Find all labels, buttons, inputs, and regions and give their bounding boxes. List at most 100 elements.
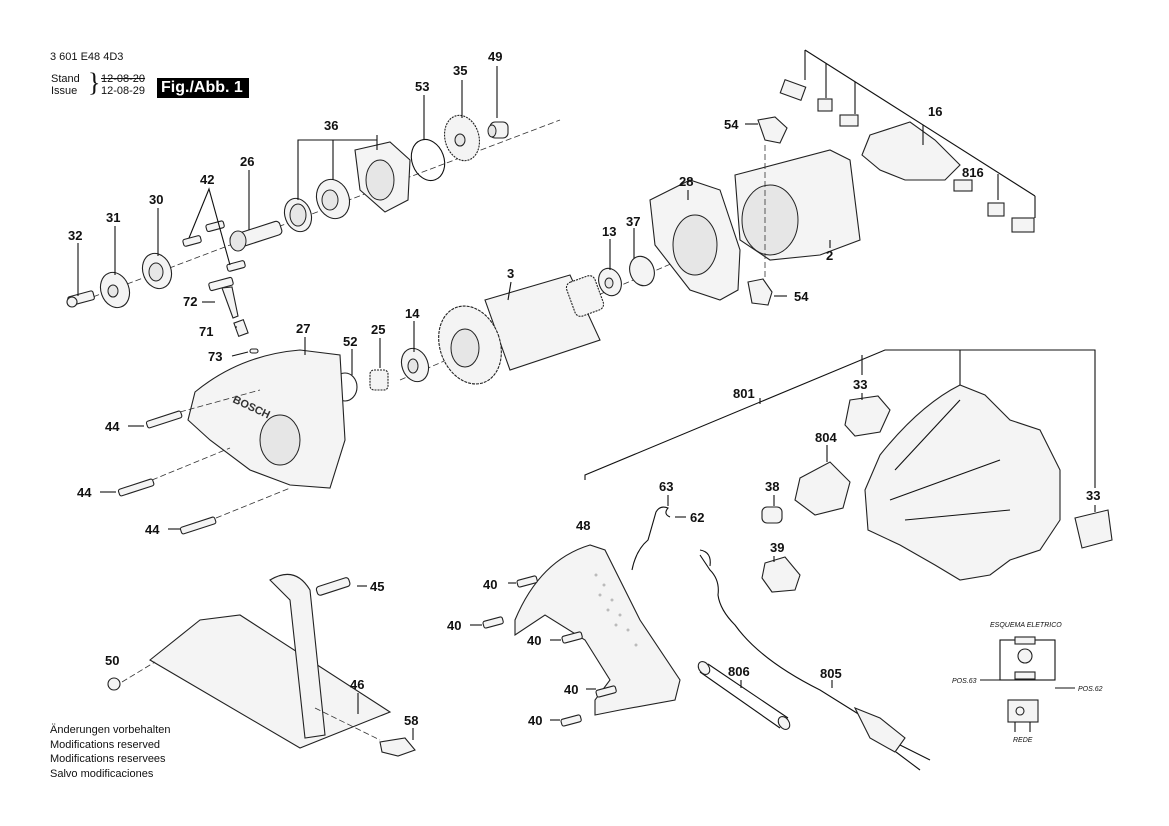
part-804-switch [794,461,851,516]
part-48-handle [514,544,681,716]
figure-label: Fig./Abb. 1 [157,78,249,98]
label-42: 42 [200,172,214,187]
label-35: 35 [453,63,467,78]
part-35-gear [443,114,481,162]
stator-group [734,49,1036,306]
part-805-power-cord [699,549,931,771]
label-14: 14 [405,306,420,321]
label-73: 73 [208,349,222,364]
part-37-bearing-sleeve [629,255,655,287]
stand-date: 12-08-20 [101,73,146,85]
label-801: 801 [733,386,755,401]
schematic-pos62: POS.62 [1078,686,1103,693]
label-58: 58 [404,713,418,728]
armature-group [332,179,741,402]
part-49-needle-bearing [487,121,509,139]
part-72-spindle-lock [208,276,239,319]
note-fr: Modifications reservees [50,753,166,765]
part-46-base-plate [149,573,392,749]
part-38-grommet [761,506,783,524]
part-16-brush-holder-assembly [779,78,1035,233]
label-40-a: 40 [483,577,497,592]
label-816: 816 [962,165,984,180]
part-39-cover [761,556,801,593]
document-number: 3 601 E48 4D3 [50,51,124,63]
label-54-top: 54 [724,117,739,132]
label-44-a: 44 [105,419,120,434]
label-72: 72 [183,294,197,309]
label-49: 49 [488,49,502,64]
part-50-nut [107,677,121,691]
label-33-top: 33 [853,377,867,392]
note-es: Salvo modificaciones [50,767,154,780]
label-30: 30 [149,192,163,207]
label-38: 38 [765,479,779,494]
part-28-air-guide [649,179,741,301]
label-44-c: 44 [145,522,160,537]
label-36: 36 [324,118,338,133]
label-806: 806 [728,664,750,679]
part-71-spring [233,319,249,337]
part-45-bolt [315,577,351,596]
part-62-63-wire-clip [631,506,671,571]
wiring-schematic [980,636,1075,732]
label-27: 27 [296,321,310,336]
label-39: 39 [770,540,784,555]
part-54-brush-holder-top [757,116,788,144]
label-2: 2 [826,248,833,263]
label-28: 28 [679,174,693,189]
part-42-screws [182,220,246,272]
part-73-pin [249,348,259,354]
part-33-cover-side [1074,509,1113,549]
label-71: 71 [199,324,213,339]
part-25-needle-sleeve [369,369,389,391]
part-2-field-stator [734,149,861,261]
label-40-e: 40 [528,713,542,728]
label-16: 16 [928,104,942,119]
part-14-bearing [400,347,430,383]
brace-symbol: } [88,68,101,97]
label-45: 45 [370,579,384,594]
label-62: 62 [690,510,704,525]
issue-date: 12-08-29 [101,85,146,97]
label-40-d: 40 [564,682,578,697]
part-36-bearing-group [283,141,411,233]
schematic-pos63: POS.63 [952,678,977,685]
label-53: 53 [415,79,429,94]
part-54-brush-holder-bottom [747,278,773,306]
spindle-assembly [66,114,561,354]
part-801-motor-housing [864,384,1061,581]
footer-notes: Änderungen vorbehalten Modifications res… [50,723,170,781]
label-52: 52 [343,334,357,349]
label-37: 37 [626,214,640,229]
part-40-screws [482,575,617,727]
label-40-c: 40 [527,633,541,648]
stand-label: Stand [51,73,80,85]
label-805: 805 [820,666,842,681]
label-63: 63 [659,479,673,494]
label-40-b: 40 [447,618,461,633]
part-labels: 32 31 30 42 26 36 53 35 49 72 71 73 27 5… [68,49,1100,728]
part-32-screw [66,290,95,308]
part-806-tube [697,661,791,730]
note-de: Änderungen vorbehalten [50,724,171,736]
part-33-cover-top [844,395,891,437]
leader-lines [77,66,1096,740]
label-26: 26 [240,154,254,169]
label-50: 50 [105,653,119,668]
schematic-rede: REDE [1013,737,1033,744]
label-32: 32 [68,228,82,243]
label-54-bottom: 54 [794,289,809,304]
label-46: 46 [350,677,364,692]
dates: 12-08-20 12-08-29 [101,73,145,97]
label-48: 48 [576,518,590,533]
label-31: 31 [106,210,120,225]
issue-label: Issue [51,85,78,97]
part-13-bearing [598,267,622,297]
part-26-spindle [229,220,283,252]
part-27-blade-guard: BOSCH [187,349,346,489]
part-3-armature [438,274,605,385]
part-58-wing-screw [379,737,416,757]
label-44-b: 44 [77,485,92,500]
